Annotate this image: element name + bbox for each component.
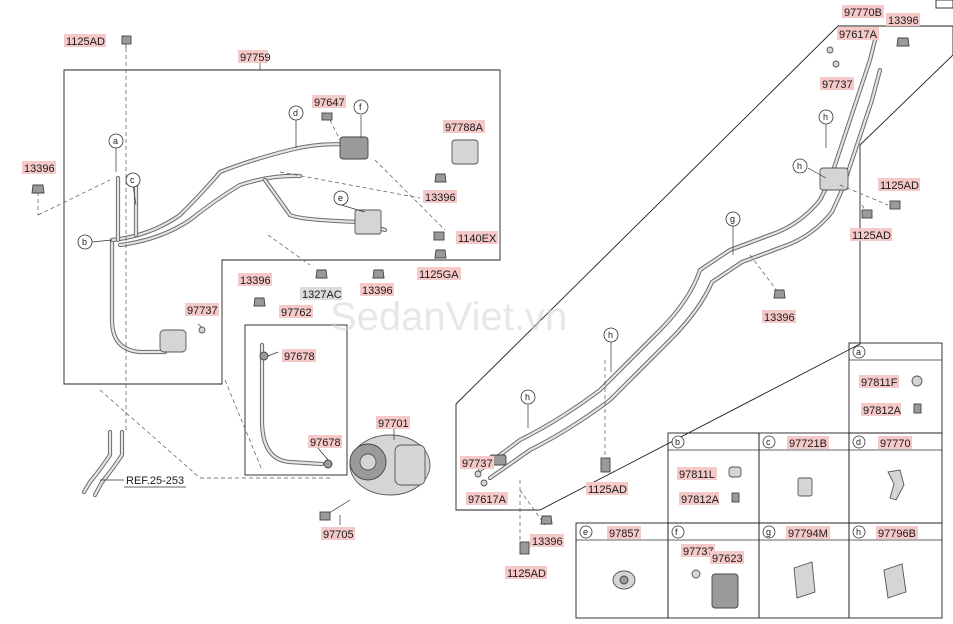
detail-a-part1: 97811F [861, 377, 898, 389]
detail-f-part2: 97623 [712, 553, 743, 565]
callout-circles: a c b d f e g h h h h [77, 99, 834, 405]
label-13396-mid: 13396 [425, 192, 456, 204]
fasteners [31, 35, 910, 555]
label-13396-bottom-left: 13396 [532, 536, 563, 548]
callout-e: e [338, 193, 343, 203]
label-97678-a: 97678 [284, 351, 315, 363]
part-labels: 1125AD 97759 13396 97647 97788A 13396 11… [22, 5, 920, 580]
detail-a-letter: a [856, 347, 861, 357]
label-1125AD-bottom-left: 1125AD [507, 568, 546, 580]
label-97617A-top: 97617A [839, 29, 878, 41]
detail-box-d: d 97770 [848, 432, 943, 524]
label-97788A: 97788A [445, 122, 484, 134]
label-13396-left2: 13396 [240, 275, 271, 287]
leader-lines [37, 39, 889, 550]
label-97617A-bottom-left: 97617A [468, 494, 507, 506]
detail-box-c: c 97721B [758, 432, 850, 524]
callout-d: d [293, 108, 298, 118]
watermark-text: SedanViet.vn [330, 295, 567, 339]
callout-f: f [359, 102, 362, 112]
label-13396-right: 13396 [764, 312, 795, 324]
detail-box-f: f 97737 97623 [667, 522, 760, 619]
callout-h-2: h [797, 161, 802, 171]
label-97737-left: 97737 [187, 305, 218, 317]
label-1125AD-r2: 1125AD [852, 230, 891, 242]
label-1125GA: 1125GA [419, 269, 459, 281]
detail-b-letter: b [675, 437, 680, 447]
label-97678-b: 97678 [310, 437, 341, 449]
reference-text: REF.25-253 [126, 475, 184, 487]
detail-h-part: 97796B [878, 528, 916, 540]
detail-g-part: 97794M [788, 528, 828, 540]
callout-h-3: h [608, 330, 613, 340]
callout-a: a [113, 136, 118, 146]
callout-g: g [730, 214, 735, 224]
detail-box-a: a 97811F 97812A [848, 342, 943, 434]
detail-g-letter: g [766, 527, 771, 537]
detail-e-part: 97857 [609, 528, 640, 540]
label-1327AC: 1327AC [302, 289, 342, 301]
detail-f-letter: f [675, 527, 678, 537]
detail-d-letter: d [856, 437, 861, 447]
label-97737-bottom-left: 97737 [462, 458, 493, 470]
label-13396-mid2: 13396 [362, 285, 393, 297]
detail-box-g: g 97794M [758, 522, 850, 619]
detail-h-letter: h [856, 527, 861, 537]
label-97759: 97759 [240, 52, 271, 64]
label-1140EX: 1140EX [458, 233, 497, 245]
detail-b-part2: 97812A [681, 494, 720, 506]
label-13396-left: 13396 [24, 163, 55, 175]
rear-pipe-assembly [477, 37, 883, 481]
label-1125AD-bottom-mid: 1125AD [588, 484, 627, 496]
reference-label: REF.25-253 [100, 475, 186, 488]
right-assembly-frame [455, 25, 953, 511]
ref-pipe-lower-left [81, 429, 125, 498]
label-97770B: 97770B [844, 7, 882, 19]
detail-box-e: e 97857 [575, 522, 669, 619]
compressor-bolt-97705 [319, 499, 351, 521]
detail-b-part1: 97811L [679, 469, 715, 481]
detail-box-h: h 97796B [848, 522, 943, 619]
compressor [349, 434, 431, 496]
label-1125AD-top: 1125AD [66, 36, 105, 48]
detail-box-b: b 97811L 97812A [667, 432, 760, 524]
callout-h-1: h [823, 112, 828, 122]
suction-liquid-pipe-assembly [109, 136, 388, 355]
label-97705: 97705 [323, 529, 354, 541]
callout-c: c [130, 175, 135, 185]
detail-c-part: 97721B [789, 438, 827, 450]
label-13396-top-right: 13396 [888, 15, 919, 27]
left-assembly-frame [63, 69, 501, 385]
label-97701: 97701 [378, 418, 409, 430]
label-1125AD-r1: 1125AD [880, 180, 919, 192]
discharge-hose-frame [244, 324, 348, 476]
detail-c-letter: c [766, 437, 771, 447]
detail-e-letter: e [583, 527, 588, 537]
detail-f-part1: 97737 [683, 546, 714, 558]
detail-a-part2: 97812A [863, 405, 902, 417]
discharge-hose [259, 342, 333, 469]
label-97762: 97762 [281, 307, 312, 319]
label-97737-top: 97737 [822, 79, 853, 91]
top-right-corner-box [935, 0, 953, 9]
detail-d-part: 97770 [880, 438, 911, 450]
callout-h-4: h [525, 392, 530, 402]
label-97647: 97647 [314, 97, 345, 109]
callout-b: b [82, 237, 87, 247]
